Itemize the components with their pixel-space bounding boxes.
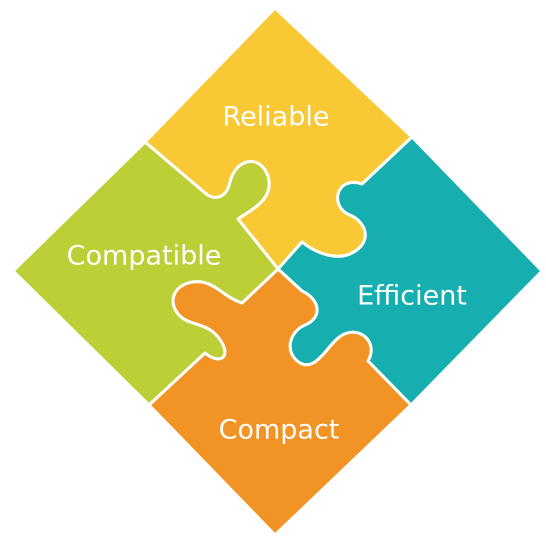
label-efficient: Efficient <box>357 281 467 312</box>
puzzle-piece-left <box>11 140 280 407</box>
label-compatible: Compatible <box>67 241 222 272</box>
label-compact: Compact <box>219 415 340 446</box>
label-reliable: Reliable <box>223 102 330 133</box>
